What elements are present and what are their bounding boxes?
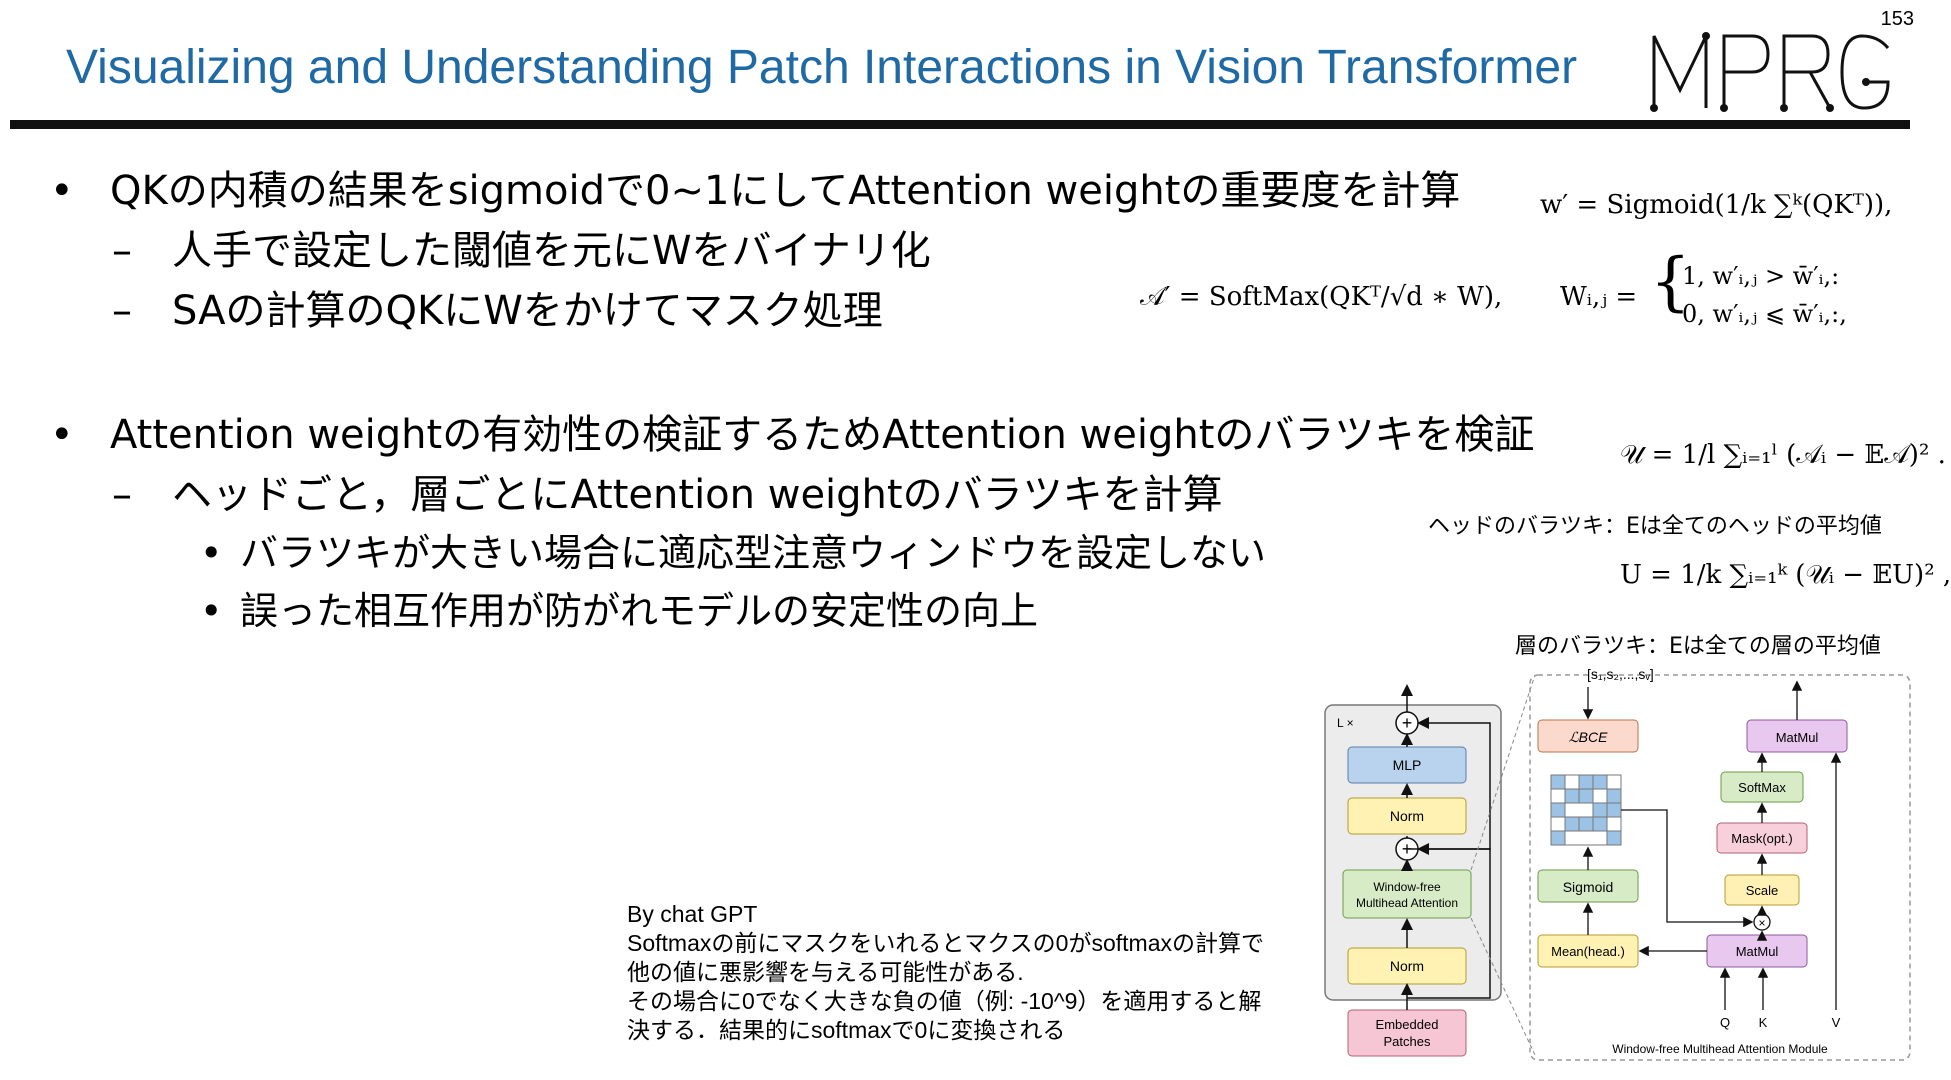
title-divider — [10, 120, 1910, 129]
slide-title: Visualizing and Understanding Patch Inte… — [66, 41, 1578, 94]
scale-label: Scale — [1746, 883, 1779, 898]
softmax-label: SoftMax — [1738, 780, 1786, 795]
sub-bullet-1: –人手で設定した閾値を元にWをバイナリ化 — [112, 228, 931, 274]
embedded-label-1: Embedded — [1376, 1017, 1439, 1032]
note-source: By chat GPT — [627, 901, 758, 927]
k-label: K — [1759, 1015, 1768, 1030]
norm-label-upper: Norm — [1390, 808, 1424, 824]
formula-layer-variance: U = 1/k ∑ᵢ₌₁ᵏ (𝒰ᵢ − 𝔼U)² , — [1620, 560, 1951, 590]
note-line: Softmaxの前にマスクをいれるとマクスの0がsoftmaxの計算で — [627, 930, 1264, 956]
formula-brace: { — [1650, 245, 1691, 319]
loss-box — [1537, 719, 1639, 753]
bullet-2: •Attention weightの有効性の検証するためAttention we… — [50, 412, 1535, 458]
s-vector-label: [s₁,s₂,...,sᵥ] — [1587, 666, 1654, 682]
matmul-label-upper: MatMul — [1776, 730, 1819, 745]
matmul-label-lower: MatMul — [1736, 944, 1779, 959]
chatgpt-note: By chat GPT Softmaxの前にマスクをいれるとマクスの0がsoft… — [627, 900, 1264, 1045]
add-symbol: + — [1402, 713, 1413, 733]
attention-box — [1342, 869, 1472, 919]
module-caption: Window-free Multihead Attention Module — [1612, 1042, 1828, 1056]
repeat-label: L × — [1337, 716, 1354, 730]
formula-w-ij-case2: 0, w′ᵢ,ⱼ ⩽ w̄′ᵢ,:, — [1682, 300, 1847, 328]
sub-sub-bullet-1: •バラツキが大きい場合に適応型注意ウィンドウを設定しない — [200, 531, 1267, 575]
sub-bullet-3: –ヘッドごと，層ごとにAttention weightのバラツキを計算 — [112, 472, 1223, 518]
mean-head-label: Mean(head.) — [1551, 944, 1625, 959]
attention-label-1: Window-free — [1373, 880, 1441, 894]
multiply-symbol: × — [1758, 916, 1765, 930]
loss-label: ℒBCE — [1569, 729, 1609, 745]
formula-a-prime: 𝒜′ = SoftMax(QKᵀ/√d ∗ W), — [1140, 282, 1503, 312]
bullet-1: •QKの内積の結果をsigmoidで0~1にしてAttention weight… — [50, 168, 1461, 214]
sub-bullet-2: –SAの計算のQKにWをかけてマスク処理 — [112, 288, 883, 334]
mprg-logo — [1650, 32, 1890, 112]
sub-sub-bullet-2: •誤った相互作用が防がれモデルの安定性の向上 — [200, 589, 1039, 633]
q-label: Q — [1720, 1015, 1730, 1030]
caption-layer-variance: 層のバラツキ：Eは全ての層の平均値 — [1515, 634, 1881, 659]
attention-grid — [1550, 774, 1622, 846]
mask-label: Mask(opt.) — [1731, 831, 1792, 846]
v-label: V — [1832, 1015, 1841, 1030]
formula-w-ij-case1: 1, w′ᵢ,ⱼ > w̄′ᵢ,: — [1682, 262, 1840, 290]
formula-head-variance: 𝒰 = 1/l ∑ᵢ₌₁ˡ (𝒜ᵢ − 𝔼𝒜)² . — [1620, 440, 1946, 470]
embedded-label-2: Patches — [1384, 1034, 1431, 1049]
attention-module-frame — [1529, 674, 1911, 1061]
page-number: 153 — [1880, 8, 1914, 30]
architecture-diagram: L × MLP Norm Window-free Multihead Atten… — [1324, 666, 1911, 1061]
caption-head-variance: ヘッドのバラツキ：Eは全てのヘッドの平均値 — [1428, 514, 1882, 539]
note-line: 決する．結果的にsoftmaxで0に変換される — [627, 1017, 1066, 1043]
norm-label-lower: Norm — [1390, 958, 1424, 974]
formula-w-ij-lhs: Wᵢ,ⱼ = — [1560, 282, 1638, 312]
sigmoid-label: Sigmoid — [1563, 879, 1614, 895]
note-line: その場合に0でなく大きな負の値（例: -10^9）を適用すると解 — [627, 988, 1262, 1014]
formula-w-prime: w′ = Sigmoid(1/k ∑ᵏ(QKᵀ)), — [1540, 190, 1893, 220]
note-line: 他の値に悪影響を与える可能性がある. — [627, 959, 1024, 985]
attention-label-2: Multihead Attention — [1356, 896, 1458, 910]
mlp-label: MLP — [1393, 757, 1422, 773]
